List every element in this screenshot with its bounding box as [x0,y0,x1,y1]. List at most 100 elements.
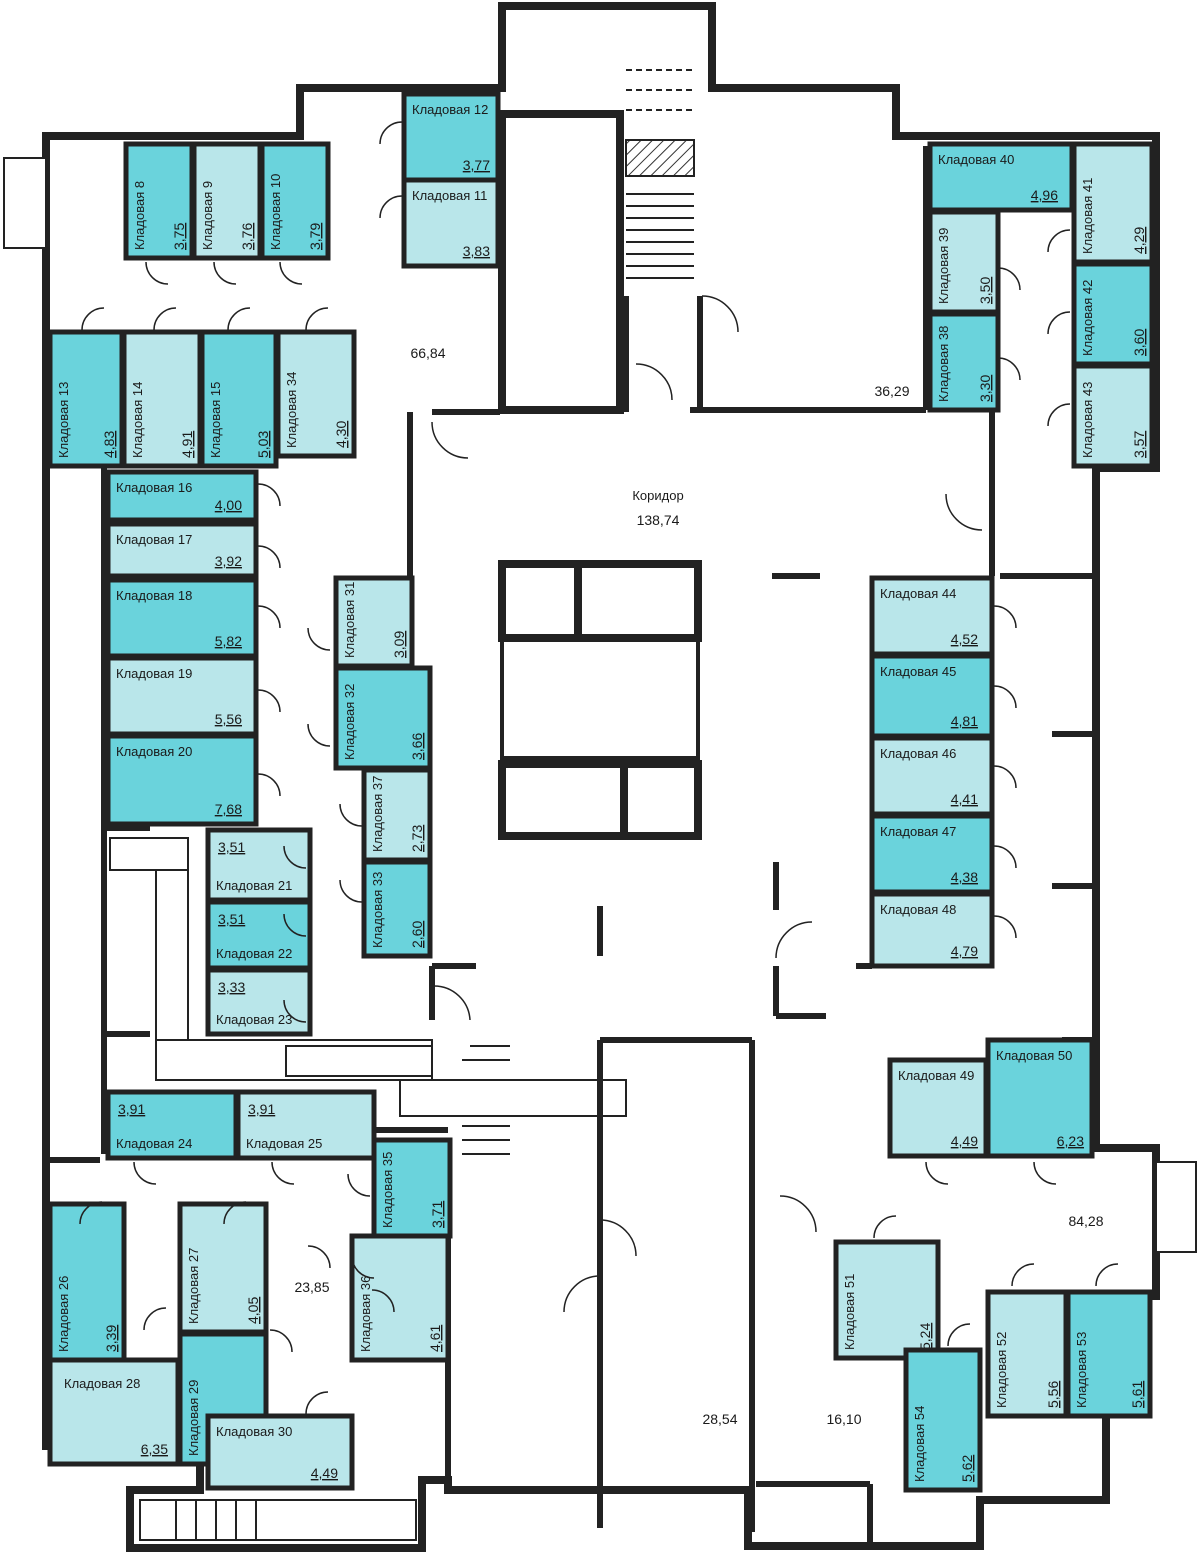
storage-room-label: Кладовая 8 [132,181,147,250]
storage-room-fill [121,329,203,469]
storage-room-label: Кладовая 46 [880,746,956,761]
storage-room-area: 2,73 [409,825,425,852]
area-nw-hall: 66,84 [410,345,445,361]
storage-room-16[interactable]: Кладовая 164,00 [105,469,259,523]
storage-room-47[interactable]: Кладовая 474,38 [869,813,995,895]
storage-room-label: Кладовая 13 [56,382,71,458]
storage-room-label: Кладовая 10 [268,174,283,250]
storage-room-area: 3,91 [118,1101,145,1117]
storage-room-24[interactable]: Кладовая 24 3,91 [105,1089,239,1161]
storage-room-area: 3,09 [391,631,407,658]
storage-room-label: Кладовая 23 [216,1012,292,1027]
storage-room-45[interactable]: Кладовая 454,81 [869,653,995,739]
storage-room-area: 4,52 [951,631,978,647]
storage-room-area: 4,29 [1131,227,1147,254]
corridor-area: 138,74 [637,512,680,528]
storage-room-label: Кладовая 39 [936,228,951,304]
storage-room-label: Кладовая 53 [1074,1332,1089,1408]
storage-room-fill [1071,363,1155,469]
storage-room-22[interactable]: Кладовая 223,51 [205,899,313,971]
storage-room-fill [985,1037,1095,1159]
storage-room-area: 4,05 [245,1297,261,1324]
door-swings [79,121,1119,1415]
storage-room-19[interactable]: Кладовая 195,56 [105,655,259,737]
storage-room-fill [927,311,1001,413]
storage-room-fill [105,577,259,659]
storage-room-area: 4,49 [951,1133,978,1149]
storage-room-41[interactable]: Кладовая 41 4,29 [1071,141,1155,265]
storage-room-48[interactable]: Кладовая 484,79 [869,891,995,969]
storage-room-area: 5,03 [255,431,271,458]
storage-room-20[interactable]: Кладовая 20 7,68 [105,733,259,827]
storage-room-label: Кладовая 20 [116,744,192,759]
storage-room-area: 3,60 [1131,329,1147,356]
storage-room-fill [401,91,501,183]
storage-room-area: 7,68 [215,801,242,817]
storage-room-40[interactable]: Кладовая 404,96 [927,141,1075,213]
storage-room-18[interactable]: Кладовая 185,82 [105,577,259,659]
storage-room-21[interactable]: Кладовая 213,51 [205,827,313,903]
storage-room-label: Кладовая 44 [880,586,956,601]
storage-room-23[interactable]: Кладовая 233,33 [205,967,313,1037]
storage-room-fill [259,141,331,261]
storage-room-fill [47,1357,181,1467]
storage-room-area: 3,91 [248,1101,275,1117]
storage-room-36[interactable]: Кладовая 36 4,61 [349,1233,451,1363]
storage-room-label: Кладовая 36 [358,1276,373,1352]
storage-room-label: Кладовая 42 [1080,280,1095,356]
storage-room-25[interactable]: Кладовая 253,91 [235,1089,377,1161]
storage-room-17[interactable]: Кладовая 17 3,92 [105,521,259,579]
storage-room-label: Кладовая 28 [64,1376,140,1391]
storage-room-label: Кладовая 30 [216,1424,292,1439]
storage-room-area: 4,61 [427,1325,443,1352]
storage-room-label: Кладовая 17 [116,532,192,547]
storage-room-area: 4,41 [951,791,978,807]
storage-room-fill [191,141,263,261]
storage-room-50[interactable]: Кладовая 506,23 [985,1037,1095,1159]
storage-room-fill [105,1089,239,1161]
storage-room-label: Кладовая 54 [912,1406,927,1482]
storage-room-label: Кладовая 41 [1080,178,1095,254]
storage-room-fill [333,575,415,669]
elevator-shaft [498,110,624,414]
storage-room-area: 3,92 [215,553,242,569]
storage-room-area: 5,56 [215,711,242,727]
storage-room-label: Кладовая 33 [370,872,385,948]
storage-room-11[interactable]: Кладовая 113,83 [401,177,501,269]
storage-room-30[interactable]: Кладовая 304,49 [205,1413,355,1491]
storage-room-46[interactable]: Кладовая 46 4,41 [869,735,995,817]
storage-room-label: Кладовая 24 [116,1136,192,1151]
storage-room-12[interactable]: Кладовая 123,77 [401,91,501,183]
storage-room-fill [105,733,259,827]
storage-room-44[interactable]: Кладовая 44 4,52 [869,575,995,657]
storage-room-fill [349,1233,451,1363]
storage-room-fill [275,329,357,459]
storage-room-label: Кладовая 18 [116,588,192,603]
storage-room-42[interactable]: Кладовая 42 3,60 [1071,261,1155,367]
storage-room-fill [1071,261,1155,367]
storage-room-label: Кладовая 22 [216,946,292,961]
storage-room-49[interactable]: Кладовая 494,49 [887,1057,989,1159]
storage-room-28[interactable]: Кладовая 286,35 [47,1357,181,1467]
